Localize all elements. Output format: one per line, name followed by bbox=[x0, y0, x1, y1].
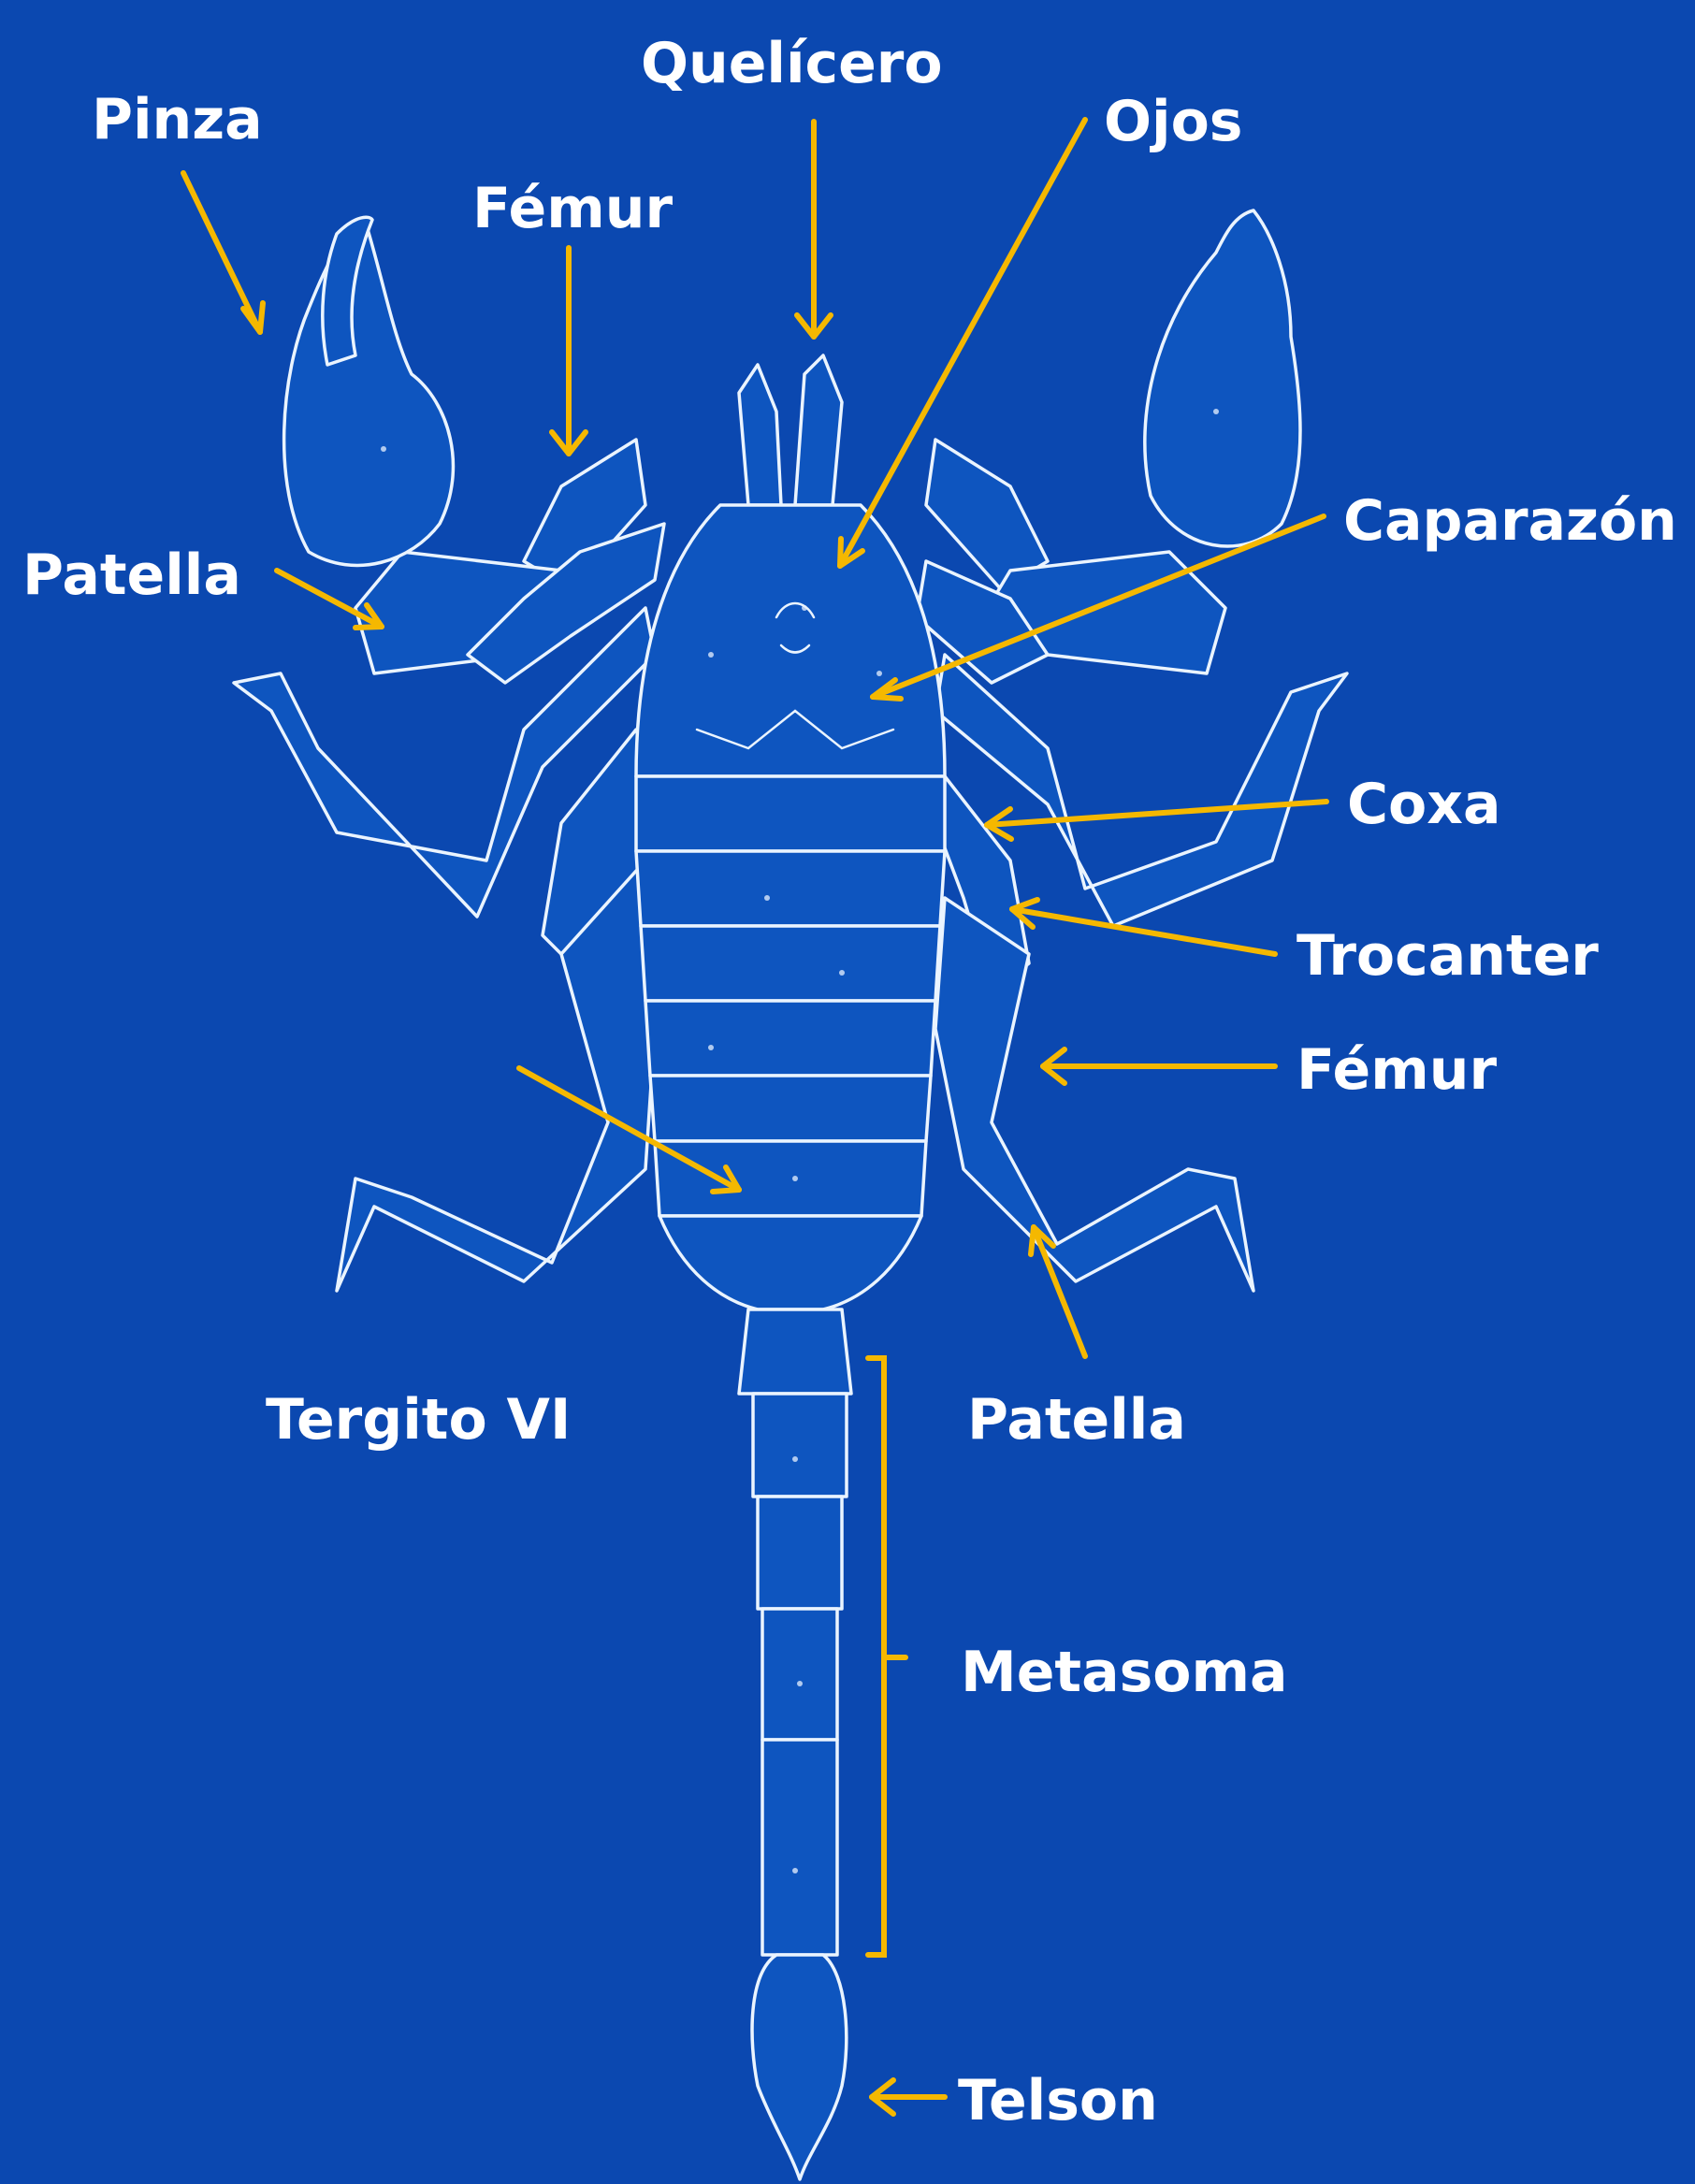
label-telson: Telson bbox=[958, 2073, 1158, 2129]
label-femur-leg: Fémur bbox=[1297, 1042, 1497, 1098]
label-patella-pedipalp: Patella bbox=[22, 547, 241, 603]
metasoma-seg-1 bbox=[739, 1309, 851, 1394]
carapace bbox=[636, 505, 945, 776]
telson bbox=[752, 1955, 847, 2179]
label-trocanter: Trocanter bbox=[1297, 928, 1599, 984]
label-caparazon: Caparazón bbox=[1343, 493, 1677, 549]
left-pinza bbox=[284, 220, 454, 565]
label-pinza: Pinza bbox=[92, 92, 263, 148]
label-quelicero: Quelícero bbox=[641, 36, 943, 92]
metasoma-seg-4 bbox=[762, 1609, 837, 1740]
label-ojos: Ojos bbox=[1104, 94, 1243, 150]
scorpion-illustration bbox=[234, 210, 1347, 2179]
tergite-5 bbox=[650, 1076, 931, 1141]
right-pinza bbox=[1145, 210, 1300, 546]
metasoma-seg-2 bbox=[753, 1394, 847, 1497]
left-leg-4 bbox=[337, 861, 655, 1291]
metasoma-seg-3 bbox=[758, 1497, 842, 1609]
right-leg-4 bbox=[935, 898, 1253, 1291]
tergite-3 bbox=[641, 926, 940, 1001]
metasoma-seg-5 bbox=[762, 1740, 837, 1955]
left-chelicera bbox=[739, 365, 781, 505]
tergite-6 bbox=[655, 1141, 926, 1216]
arrow-trocanter bbox=[1012, 909, 1275, 954]
tergite-1 bbox=[636, 776, 945, 851]
label-coxa: Coxa bbox=[1347, 776, 1500, 832]
tergite-4 bbox=[645, 1001, 935, 1076]
label-patella-leg: Patella bbox=[967, 1392, 1186, 1448]
label-metasoma: Metasoma bbox=[961, 1644, 1288, 1700]
right-chelicera bbox=[795, 355, 842, 505]
tergite-7 bbox=[659, 1216, 921, 1309]
label-tergito: Tergito VI bbox=[266, 1392, 571, 1448]
tergite-2 bbox=[636, 851, 945, 926]
label-femur-pedipalp: Fémur bbox=[472, 181, 673, 237]
arrow-pinza bbox=[183, 173, 260, 332]
